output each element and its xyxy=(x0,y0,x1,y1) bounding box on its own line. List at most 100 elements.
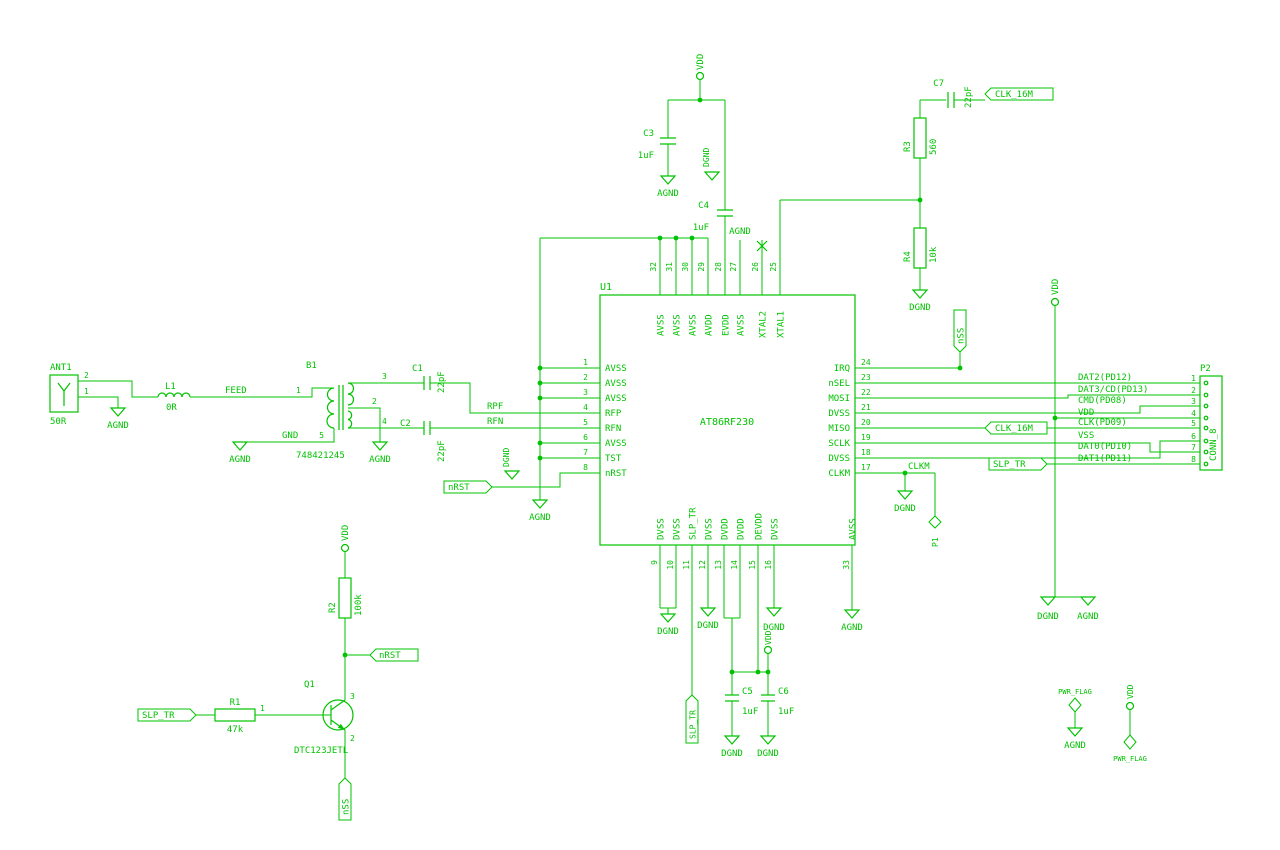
ref-label: C7 xyxy=(933,79,944,89)
capacitor-c4[interactable]: C4 1uF xyxy=(693,201,733,233)
transistor-q1[interactable]: Q1 DTC123JETL 3 2 1 xyxy=(260,680,355,756)
pwr-flag-agnd[interactable]: PWR_FLAG AGND xyxy=(1058,688,1092,751)
pin-name: MISO xyxy=(828,424,850,434)
flag-clk16m-bus[interactable]: CLK_16M xyxy=(984,421,1048,435)
pin-number: 2 xyxy=(350,734,355,743)
global-label-box[interactable] xyxy=(685,694,699,744)
ground-label: AGND xyxy=(369,455,391,465)
dgnd-c6: DGND xyxy=(757,735,779,759)
net-label-agnd-pin27[interactable]: AGND xyxy=(729,227,751,237)
flag-slp-tr-pin11[interactable]: SLP_TR xyxy=(685,694,699,744)
power-vdd-q1[interactable]: VDD xyxy=(340,525,351,553)
connector-p2[interactable]: P2 CONN_8 1 2 3 4 5 6 7 8 xyxy=(1191,364,1223,471)
agnd-balun-pin5: AGND xyxy=(229,441,251,465)
global-label-box[interactable] xyxy=(443,480,493,494)
power-vdd-right[interactable]: VDD xyxy=(1050,279,1061,307)
capacitor-c2[interactable]: C2 22pF xyxy=(400,419,447,462)
inductor-l1[interactable]: L1 0R xyxy=(157,382,191,413)
capacitor-plates[interactable] xyxy=(717,209,733,217)
ground-label: DGND xyxy=(757,749,779,759)
flag-nss-right[interactable]: nSS xyxy=(953,309,967,353)
value-label: 1uF xyxy=(693,223,709,233)
emitter-arrow-icon xyxy=(337,723,345,730)
agnd-icon xyxy=(659,175,677,185)
net-label-rfn[interactable]: RFN xyxy=(487,417,503,427)
net-label-bus[interactable]: CLK(PD09) xyxy=(1078,418,1127,428)
net-label-bus[interactable]: DAT3/CD(PD13) xyxy=(1078,385,1148,395)
capacitor-plates[interactable] xyxy=(947,92,955,108)
connector-body[interactable] xyxy=(1199,375,1223,471)
ic-body[interactable] xyxy=(599,294,856,546)
net-label-bus[interactable]: DAT0(PD10) xyxy=(1078,442,1132,452)
flag-clk16m-top[interactable]: CLK_16M xyxy=(984,87,1054,101)
flag-slp-tr-input[interactable]: SLP_TR xyxy=(137,708,197,722)
capacitor-plates[interactable] xyxy=(660,137,676,145)
antenna-ant1[interactable]: ANT1 50R 2 1 xyxy=(49,363,89,427)
resistor-body[interactable] xyxy=(913,227,927,269)
power-vdd-core[interactable]: VDD xyxy=(763,630,773,655)
resistor-r4[interactable]: R4 10k xyxy=(903,227,939,269)
capacitor-c1[interactable]: C1 22pF xyxy=(412,364,447,393)
ground-label: AGND xyxy=(1064,741,1086,751)
ref-label: B1 xyxy=(306,361,317,371)
connector-pad xyxy=(1203,438,1209,444)
dgnd-flag-left: DGND xyxy=(502,448,521,480)
global-label-box[interactable] xyxy=(369,648,419,662)
capacitor-plates[interactable] xyxy=(725,694,739,702)
capacitor-c7[interactable]: C7 22pF xyxy=(933,79,974,108)
net-label-clkm[interactable]: CLKM xyxy=(908,462,930,472)
global-label-box[interactable] xyxy=(988,457,1048,471)
pin-name: nSEL xyxy=(828,379,850,389)
capacitor-c5[interactable]: C5 1uF xyxy=(725,687,758,717)
ground-label: DGND xyxy=(763,623,785,633)
net-label-bus[interactable]: DAT2(PD12) xyxy=(1078,373,1132,383)
flag-nrst-q1[interactable]: nRST xyxy=(369,648,419,662)
dgnd-icon xyxy=(1039,596,1057,606)
capacitor-plates[interactable] xyxy=(761,694,775,702)
no-connect-icon xyxy=(756,240,768,252)
pin-number: 22 xyxy=(861,388,871,397)
flag-nss-emitter[interactable]: nSS xyxy=(338,777,352,821)
resistor-r1[interactable]: R1 47k xyxy=(214,698,256,735)
net-label-feed[interactable]: FEED xyxy=(225,386,247,396)
ic-value: AT86RF230 xyxy=(700,417,754,428)
resistor-r2[interactable]: R2 100k xyxy=(328,577,364,619)
net-label-bus[interactable]: VSS xyxy=(1078,431,1094,441)
global-label-box[interactable] xyxy=(984,87,1054,101)
global-label-box[interactable] xyxy=(338,777,352,821)
resistor-body[interactable] xyxy=(913,117,927,159)
pin-name: DVDD xyxy=(737,518,747,540)
flag-slp-tr-bus[interactable]: SLP_TR xyxy=(988,457,1048,471)
net-label-bus[interactable]: DAT1(PD11) xyxy=(1078,454,1132,464)
testpoint-icon[interactable] xyxy=(928,515,942,529)
global-label-box[interactable] xyxy=(137,708,197,722)
ground-label: DGND xyxy=(1037,612,1059,622)
transistor-body[interactable] xyxy=(322,699,354,731)
inductor-coil[interactable] xyxy=(157,392,191,398)
net-label-bus[interactable]: VDD xyxy=(1078,408,1094,418)
resistor-r3[interactable]: R3 560 xyxy=(903,117,939,159)
connector-pad xyxy=(1203,449,1209,455)
flag-nrst-left[interactable]: nRST xyxy=(443,480,493,494)
value-label: 47k xyxy=(227,725,244,735)
pwr-flag-label: PWR_FLAG xyxy=(1113,755,1147,763)
resistor-body[interactable] xyxy=(214,708,256,722)
balun-b1[interactable]: B1 748421245 1 5 3 2 4 GND xyxy=(282,361,387,461)
pin-number: 24 xyxy=(861,358,871,367)
testpoint-p1[interactable]: P1 xyxy=(928,515,942,547)
global-label-box[interactable] xyxy=(953,309,967,353)
global-label-box[interactable] xyxy=(984,421,1048,435)
power-vdd-top[interactable]: VDD xyxy=(695,54,706,81)
resistor-body[interactable] xyxy=(338,577,352,619)
net-label-rpf[interactable]: RPF xyxy=(487,402,503,412)
net-label-bus[interactable]: CMD(PD08) xyxy=(1078,396,1127,406)
capacitor-c6[interactable]: C6 1uF xyxy=(761,687,794,717)
pwr-flag-vdd[interactable]: VDD PWR_FLAG xyxy=(1113,684,1147,763)
capacitor-plates[interactable] xyxy=(423,376,431,390)
capacitor-plates[interactable] xyxy=(423,421,431,435)
antenna-body[interactable] xyxy=(49,374,79,413)
ic-u1[interactable]: U1 AT86RF230 AVSS AVSS AVSS RFP RFN AVSS… xyxy=(583,262,871,570)
pin-number: 9 xyxy=(650,560,659,565)
capacitor-c3[interactable]: C3 1uF xyxy=(638,129,676,161)
pin-name: DVSS xyxy=(828,409,850,419)
